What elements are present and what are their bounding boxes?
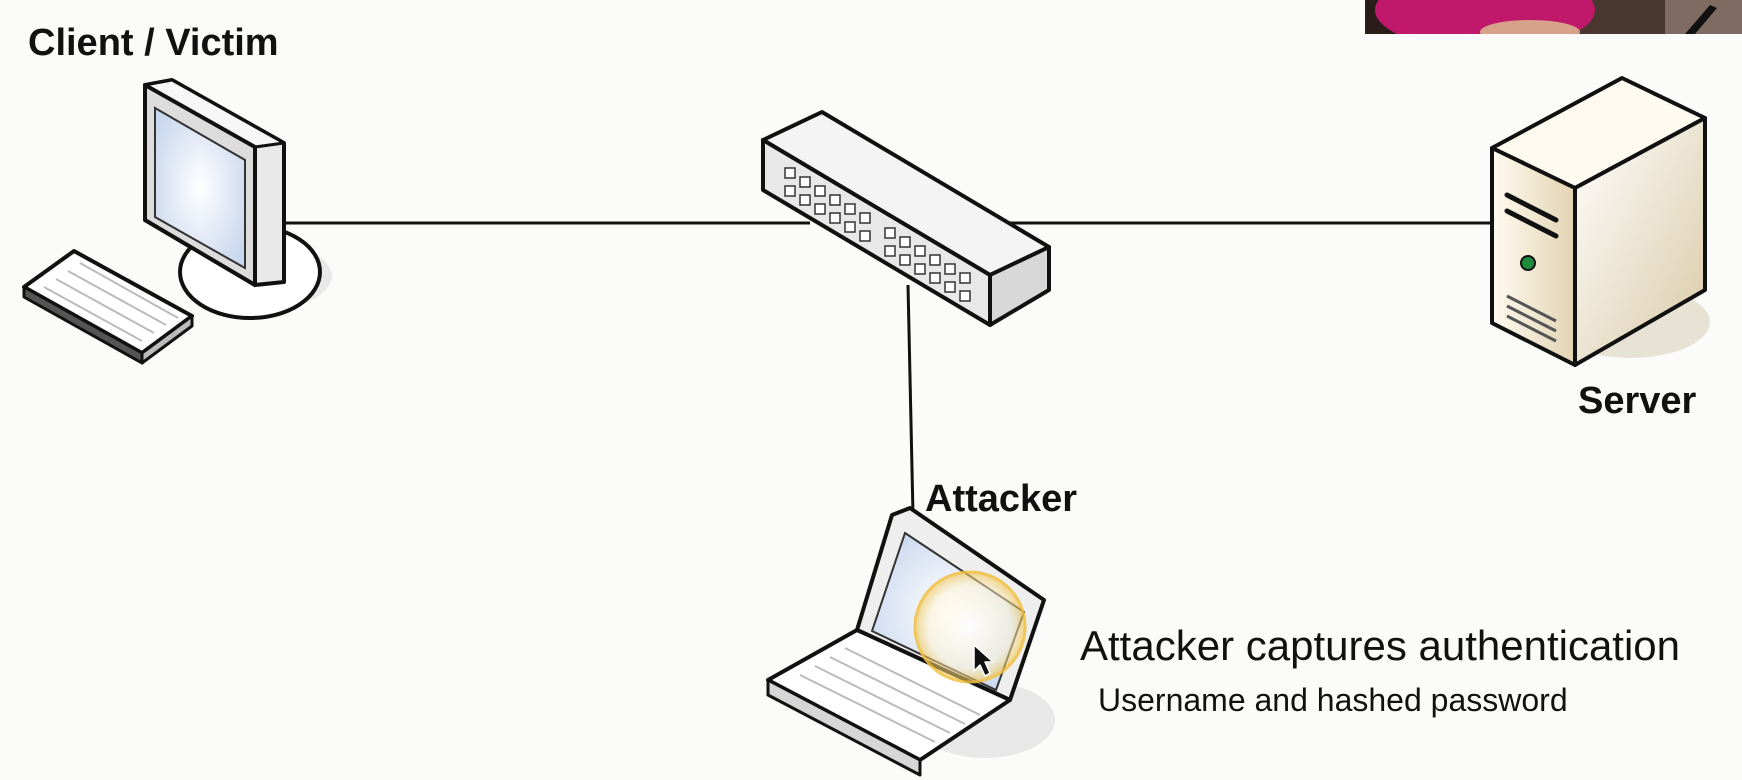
caption-sub: Username and hashed password (1098, 682, 1568, 718)
presenter-video-thumbnail (1365, 0, 1742, 34)
mouse-pointer-icon (973, 644, 994, 677)
network-switch-icon (761, 110, 1051, 327)
server-tower-icon (1490, 76, 1710, 367)
cursor-highlight (913, 570, 1027, 684)
desktop-computer-icon (22, 78, 332, 365)
caption-main: Attacker captures authentication (1080, 622, 1681, 669)
server-label: Server (1578, 380, 1697, 422)
attacker-label: Attacker (925, 478, 1078, 520)
link-switch-attacker (906, 284, 915, 516)
client-victim-label: Client / Victim (28, 22, 279, 64)
